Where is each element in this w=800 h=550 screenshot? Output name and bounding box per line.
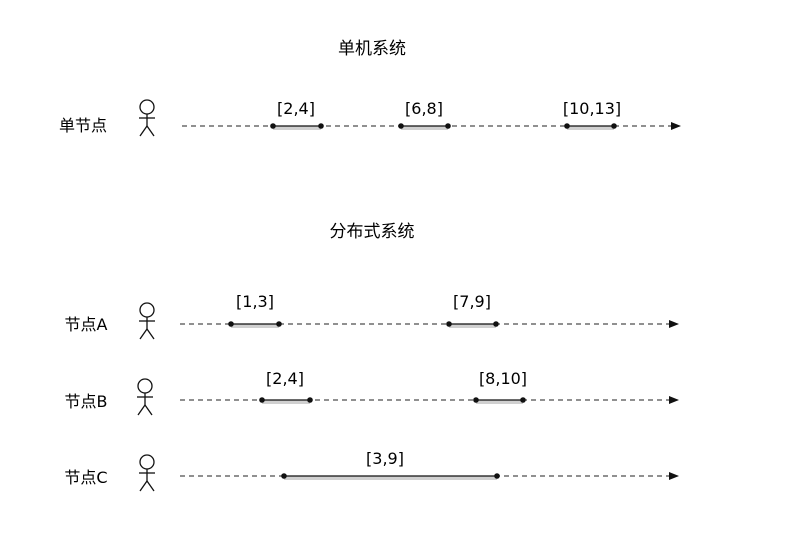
interval-label: [6,8] (405, 99, 443, 118)
person-icon (137, 378, 153, 416)
interval-label: [2,4] (266, 369, 304, 388)
interval-label: [8,10] (479, 369, 527, 388)
row-label: 节点B (65, 392, 108, 411)
row-label: 单节点 (59, 116, 107, 135)
distributed-system-title: 分布式系统 (330, 222, 415, 242)
row-label: 节点C (64, 468, 107, 487)
interval-segment: [8,10] (473, 369, 527, 404)
row-label: 节点A (65, 315, 108, 334)
interval-segment: [1,3] (228, 292, 282, 328)
person-icon (139, 454, 155, 492)
timeline-row-node-c: 节点C [3,9] (64, 449, 679, 492)
person-icon (139, 302, 155, 340)
interval-segment: [2,4] (270, 99, 324, 130)
timeline-row-single-node: 单节点 [2,4] [6,8] [10,13 (59, 99, 681, 137)
timeline-row-node-a: 节点A [1,3] [7,9] (65, 292, 679, 340)
single-system-title: 单机系统 (338, 39, 406, 59)
interval-label: [2,4] (277, 99, 315, 118)
interval-label: [3,9] (366, 449, 404, 468)
timeline-row-node-b: 节点B [2,4] [8,10] (65, 369, 679, 416)
interval-segment: [2,4] (259, 369, 313, 404)
interval-label: [1,3] (236, 292, 274, 311)
interval-label: [7,9] (453, 292, 491, 311)
interval-label: [10,13] (563, 99, 621, 118)
interval-segment: [10,13] (563, 99, 621, 130)
interval-segment: [7,9] (446, 292, 499, 328)
person-icon (139, 99, 155, 137)
interval-segment: [6,8] (398, 99, 451, 130)
interval-segment: [3,9] (281, 449, 500, 480)
